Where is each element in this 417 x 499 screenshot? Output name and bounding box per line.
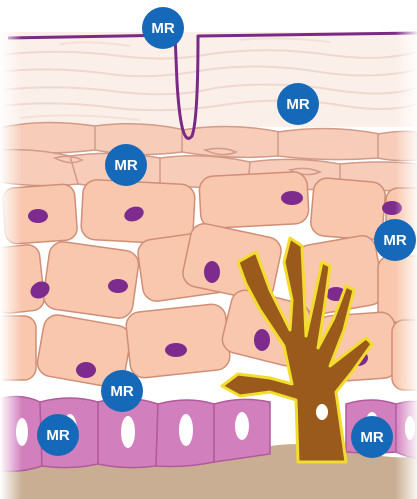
nucleus	[108, 279, 128, 293]
mr-badge-label: MR	[383, 232, 406, 249]
mr-badge-icon: MR	[101, 370, 143, 412]
left-glow	[0, 0, 22, 499]
mr-badge-label: MR	[110, 383, 133, 400]
mr-badge-label: MR	[114, 157, 137, 174]
nucleus	[281, 191, 303, 205]
mr-badge-icon: MR	[277, 83, 319, 125]
nucleus	[28, 209, 48, 223]
mr-badge-label: MR	[286, 96, 309, 113]
nucleus	[204, 261, 220, 283]
mr-badge-icon: MR	[351, 416, 393, 458]
mr-badge-icon: MR	[374, 219, 416, 261]
nucleus	[165, 343, 187, 357]
mr-badge-label: MR	[360, 429, 383, 446]
mr-badge-icon: MR	[37, 414, 79, 456]
keratinocyte	[42, 240, 141, 320]
mr-badge-icon: MR	[142, 7, 184, 49]
granular-cell	[278, 128, 386, 159]
stratum-corneum	[0, 32, 417, 127]
granular-cell	[95, 124, 190, 155]
keratinocyte	[310, 177, 387, 241]
nucleus	[254, 329, 270, 351]
mr-badge-label: MR	[151, 20, 174, 37]
nucleus	[76, 362, 96, 378]
mr-badge-icon: MR	[105, 144, 147, 186]
mr-badge-label: MR	[46, 427, 69, 444]
keratinocyte	[125, 303, 231, 379]
